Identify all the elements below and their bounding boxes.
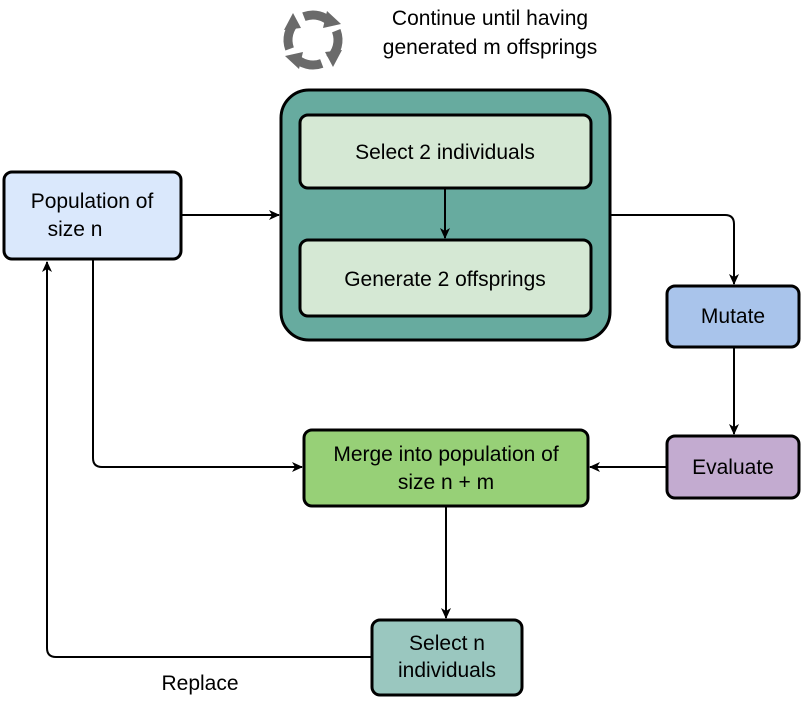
evaluate-label: Evaluate <box>692 456 774 479</box>
merge-label-line1: Merge into population of <box>333 443 558 466</box>
select-n-label-line2: individuals <box>398 659 496 682</box>
select-n-label-line1: Select n <box>409 632 485 655</box>
edge-loop-to-mutate <box>611 214 739 285</box>
select-n-box <box>370 618 524 697</box>
population-box <box>2 170 183 261</box>
replace-edge-label: Replace <box>161 672 238 695</box>
loop-note-line2: generated m offsprings <box>383 36 597 59</box>
refresh-cycle-icon <box>283 10 343 70</box>
generate-two-label: Generate 2 offsprings <box>344 268 546 291</box>
generate-two-box <box>298 238 593 318</box>
select-two-label: Select 2 individuals <box>355 141 535 164</box>
edge-population-to-merge <box>92 260 303 472</box>
population-label-line1: Population of <box>31 190 154 213</box>
loop-note-line1: Continue until having <box>392 7 588 30</box>
merge-box <box>302 428 590 508</box>
mutate-label: Mutate <box>701 305 765 328</box>
population-label-line2: size n <box>48 218 103 241</box>
evaluate-box <box>665 434 801 500</box>
edge-replace <box>42 261 371 658</box>
select-two-box <box>298 113 593 190</box>
mutate-box <box>665 284 801 349</box>
merge-label-line2: size n + m <box>398 471 494 494</box>
